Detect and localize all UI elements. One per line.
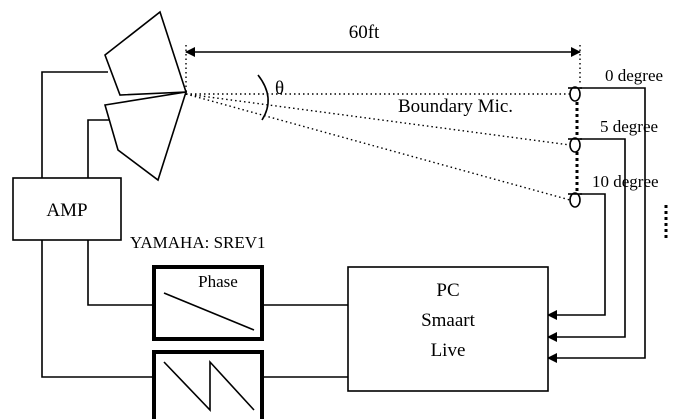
speaker-array [103,10,188,182]
phase-label: Phase [198,272,238,291]
phase-ramp [163,292,255,331]
pc-box [347,266,549,392]
mic-label: Boundary Mic. [398,96,513,117]
sightline-5 [185,93,571,146]
mic-5 [568,137,582,153]
amp-label: AMP [46,200,87,221]
angle-label-5: 5 degree [600,117,658,136]
sightline-10 [185,93,571,201]
phase-box [152,265,264,341]
angle-symbol: θ [275,78,284,99]
angle-label-0: 0 degree [605,66,663,85]
amp-box [12,177,122,241]
pc-line-1: PC [436,280,459,301]
wire-amp-saw [41,240,154,378]
pc-line-3: Live [431,340,466,361]
angle-arc [257,74,269,121]
lower-horn [103,91,188,182]
sawtooth-wave [163,359,255,412]
device-label: YAMAHA: SREV1 [130,233,266,252]
pc-line-2: Smaart [421,310,476,331]
cable-mic-10 [547,193,606,320]
cable-mic-0 [547,87,646,363]
wire-amp-phase [87,240,154,306]
wire-amp-lower [87,119,110,178]
upper-horn [104,10,188,96]
mic-0 [568,86,582,102]
distance-label: 60ft [349,22,380,43]
wire-amp-upper [41,71,108,178]
cable-mic-5 [547,138,626,342]
mic-10 [568,192,582,208]
